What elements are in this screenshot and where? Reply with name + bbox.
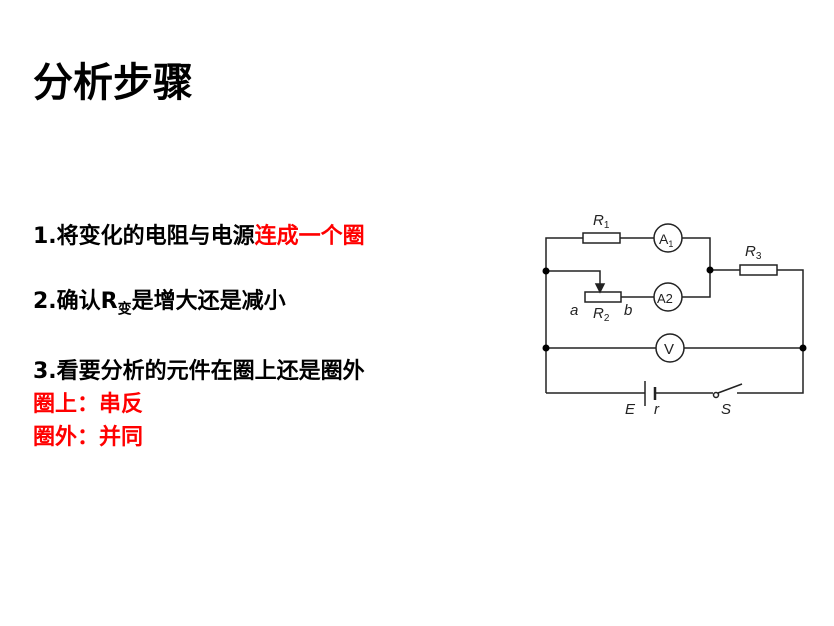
rule-series: 圈上：串反 xyxy=(33,392,144,417)
r2-label: R xyxy=(593,305,604,322)
resistor-r1 xyxy=(582,232,621,244)
switch-lever xyxy=(717,383,743,394)
a1-sub: 1 xyxy=(668,239,673,249)
r1-sub: 1 xyxy=(604,220,610,231)
emf-label: E xyxy=(625,401,636,418)
step-2: 2.确认R变是增大还是减小 xyxy=(33,283,286,318)
svg-text:R2: R2 xyxy=(593,305,610,324)
step-1-text: 1.将变化的电阻与电源 xyxy=(33,224,255,249)
voltmeter xyxy=(655,333,685,363)
ammeter-a1 xyxy=(653,223,683,253)
step-3: 3.看要分析的元件在圈上还是圈外 xyxy=(33,359,365,384)
page-title: 分析步骤 xyxy=(33,60,193,106)
r2-sub: 2 xyxy=(604,313,610,324)
step-2-sub: 变 xyxy=(117,301,132,318)
resistor-r3 xyxy=(739,264,778,276)
a1-label: A xyxy=(659,231,669,247)
step-2-rest: 是增大还是减小 xyxy=(131,289,286,314)
step-1: 1.将变化的电阻与电源连成一个圈 xyxy=(33,218,365,250)
svg-text:R1: R1 xyxy=(593,212,610,231)
a2-label: A2 xyxy=(657,291,673,306)
rule-parallel: 圈外：并同 xyxy=(33,425,144,450)
slider-arrow-icon xyxy=(594,283,606,294)
r1-label: R xyxy=(593,212,604,229)
svg-text:A1: A1 xyxy=(659,231,673,249)
wires xyxy=(545,237,804,394)
step-1-highlight: 连成一个圈 xyxy=(254,224,365,249)
rheostat-r2 xyxy=(584,291,622,303)
ammeter-a2 xyxy=(653,282,683,312)
switch-label: S xyxy=(721,401,731,418)
svg-text:R3: R3 xyxy=(745,243,762,262)
internal-r-label: r xyxy=(654,401,660,418)
v-label: V xyxy=(664,341,674,358)
junction-dots xyxy=(542,266,807,352)
terminal-b: b xyxy=(624,302,632,319)
switch-pivot xyxy=(712,391,720,399)
r3-label: R xyxy=(745,243,756,260)
terminal-a: a xyxy=(570,302,578,319)
r3-sub: 3 xyxy=(756,251,762,262)
step-2-text: 2.确认R xyxy=(33,289,118,314)
